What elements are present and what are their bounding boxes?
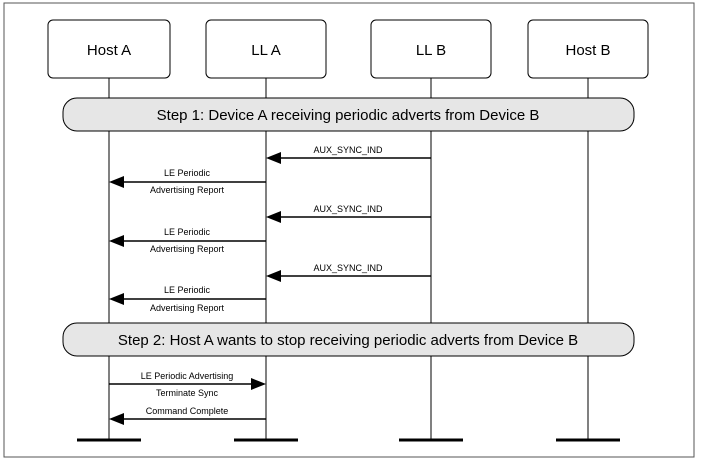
message-label: Advertising Report xyxy=(150,303,225,313)
entity-label-host-a: Host A xyxy=(87,42,131,59)
lifelines xyxy=(108,78,589,440)
arrowhead-icon xyxy=(266,152,281,164)
arrowhead-icon xyxy=(266,270,281,282)
entity-box xyxy=(205,19,327,79)
entity-ll-a: LL A xyxy=(205,19,327,79)
message-label: LE Periodic xyxy=(164,168,211,178)
entity-label-host-b: Host B xyxy=(565,42,610,59)
entity-label-ll-b: LL B xyxy=(416,42,446,59)
arrowhead-icon xyxy=(109,413,124,425)
message-label: Advertising Report xyxy=(150,244,225,254)
entity-ll-b: LL B xyxy=(370,19,492,79)
arrowhead-icon xyxy=(251,378,266,390)
arrowhead-icon xyxy=(109,235,124,247)
message-label: Advertising Report xyxy=(150,185,225,195)
message-aux-sync-ind: AUX_SYNC_IND xyxy=(266,263,431,282)
message-aux-sync-ind: AUX_SYNC_IND xyxy=(266,204,431,223)
arrowhead-icon xyxy=(109,293,124,305)
message-label: LE Periodic Advertising xyxy=(141,371,234,381)
step-banner-box xyxy=(62,322,635,357)
step-2-label: Step 2: Host A wants to stop receiving p… xyxy=(118,332,578,349)
message-label: LE Periodic xyxy=(164,285,211,295)
step-1-label: Step 1: Device A receiving periodic adve… xyxy=(157,107,540,124)
message-le-periodic-advertising-report: LE Periodic Advertising Report xyxy=(109,285,266,313)
arrowhead-icon xyxy=(109,176,124,188)
entity-box xyxy=(47,19,171,79)
message-le-periodic-advertising-report: LE Periodic Advertising Report xyxy=(109,168,266,195)
message-label: Command Complete xyxy=(146,406,229,416)
arrowhead-icon xyxy=(266,211,281,223)
entity-host-b: Host B xyxy=(527,19,649,79)
message-le-periodic-advertising-report: LE Periodic Advertising Report xyxy=(109,227,266,254)
diagram-frame xyxy=(3,2,695,458)
message-label: AUX_SYNC_IND xyxy=(313,204,383,214)
messages: AUX_SYNC_IND LE Periodic Advertising Rep… xyxy=(109,145,431,425)
step-banner-box xyxy=(62,97,635,132)
step-2-banner: Step 2: Host A wants to stop receiving p… xyxy=(62,322,635,357)
entity-label-ll-a: LL A xyxy=(251,42,280,59)
message-label: AUX_SYNC_IND xyxy=(313,145,383,155)
message-label: Terminate Sync xyxy=(156,388,219,398)
entity-box xyxy=(527,19,649,79)
message-label: AUX_SYNC_IND xyxy=(313,263,383,273)
message-label: LE Periodic xyxy=(164,227,211,237)
message-le-periodic-advertising-terminate-sync: LE Periodic Advertising Terminate Sync xyxy=(109,371,266,398)
entity-host-a: Host A xyxy=(47,19,171,79)
message-command-complete: Command Complete xyxy=(109,406,266,425)
step-1-banner: Step 1: Device A receiving periodic adve… xyxy=(62,97,635,132)
entity-box xyxy=(370,19,492,79)
message-aux-sync-ind: AUX_SYNC_IND xyxy=(266,145,431,164)
